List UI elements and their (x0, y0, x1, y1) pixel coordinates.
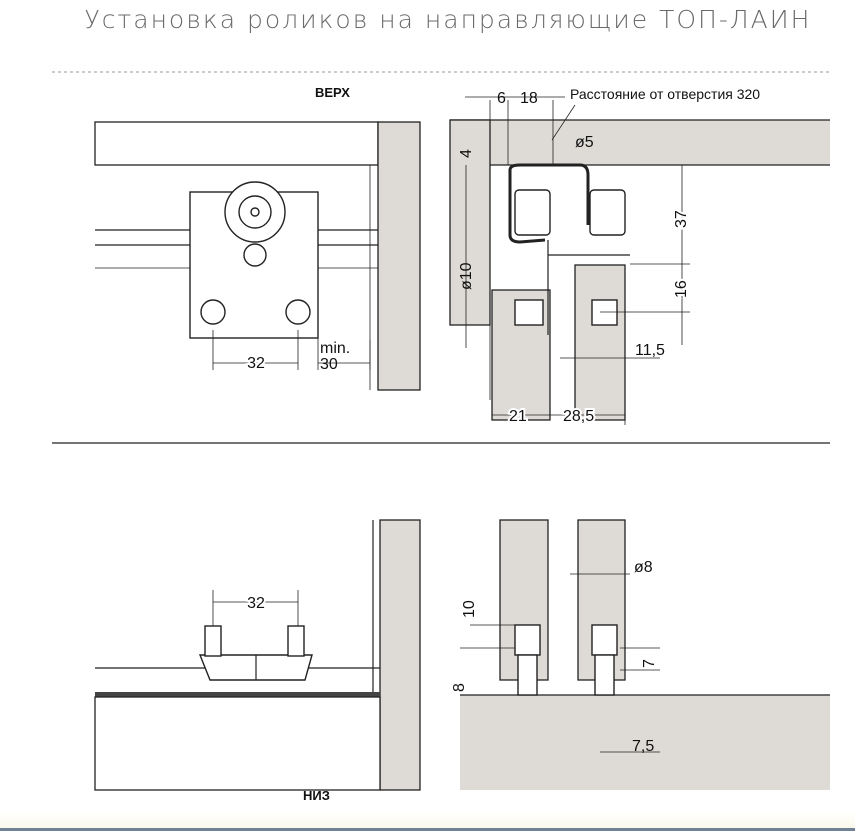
bottom-border (0, 828, 855, 831)
bottom-strip (0, 812, 855, 828)
guide-pin (594, 654, 615, 696)
dim-4: 4 (458, 149, 475, 158)
dim-10-bottom: 10 (461, 600, 478, 618)
bottom-section-label: НИЗ (303, 788, 330, 803)
fixing-screw (514, 299, 544, 326)
dim-32-top: 32 (247, 355, 265, 372)
dim-diameter-10: ø10 (458, 262, 475, 290)
hole-distance-note: Расстояние от отверстия 320 (570, 86, 760, 102)
dim-8: 8 (451, 683, 468, 692)
fixing-screw (591, 299, 618, 326)
dim-18: 18 (520, 90, 538, 107)
dim-32-bottom: 32 (247, 595, 265, 612)
dim-28-5: 28,5 (563, 408, 594, 425)
dim-11-5: 11,5 (635, 342, 665, 359)
dim-16: 16 (673, 280, 690, 298)
dim-min-value: 30 (320, 356, 338, 373)
dim-6: 6 (497, 90, 506, 107)
top-section-label: ВЕРХ (315, 85, 350, 100)
dim-diameter-5: ø5 (575, 134, 594, 151)
top-section-view: 6 18 Расстояние от отверстия 320 ø5 4 ø1… (449, 86, 830, 427)
dim-21: 21 (509, 408, 527, 425)
screw-icon (285, 299, 311, 325)
screw-icon (200, 299, 226, 325)
dim-diameter-8: ø8 (634, 559, 653, 576)
bottom-front-view: 32 НИЗ (94, 519, 421, 803)
bottom-section-view: 10 ø8 7 8 7,5 (451, 519, 830, 790)
dim-37: 37 (673, 210, 690, 228)
dim-7-5: 7,5 (632, 738, 654, 755)
adjust-screw (243, 243, 267, 267)
guide-pin (517, 654, 538, 696)
dim-7: 7 (641, 659, 658, 668)
drawing-title: Установка роликов на направляющие ТОП-ЛА… (85, 5, 812, 34)
dim-min-label: min. (320, 340, 350, 357)
top-front-view: ВЕРХ 32 min. 30 (94, 85, 421, 391)
